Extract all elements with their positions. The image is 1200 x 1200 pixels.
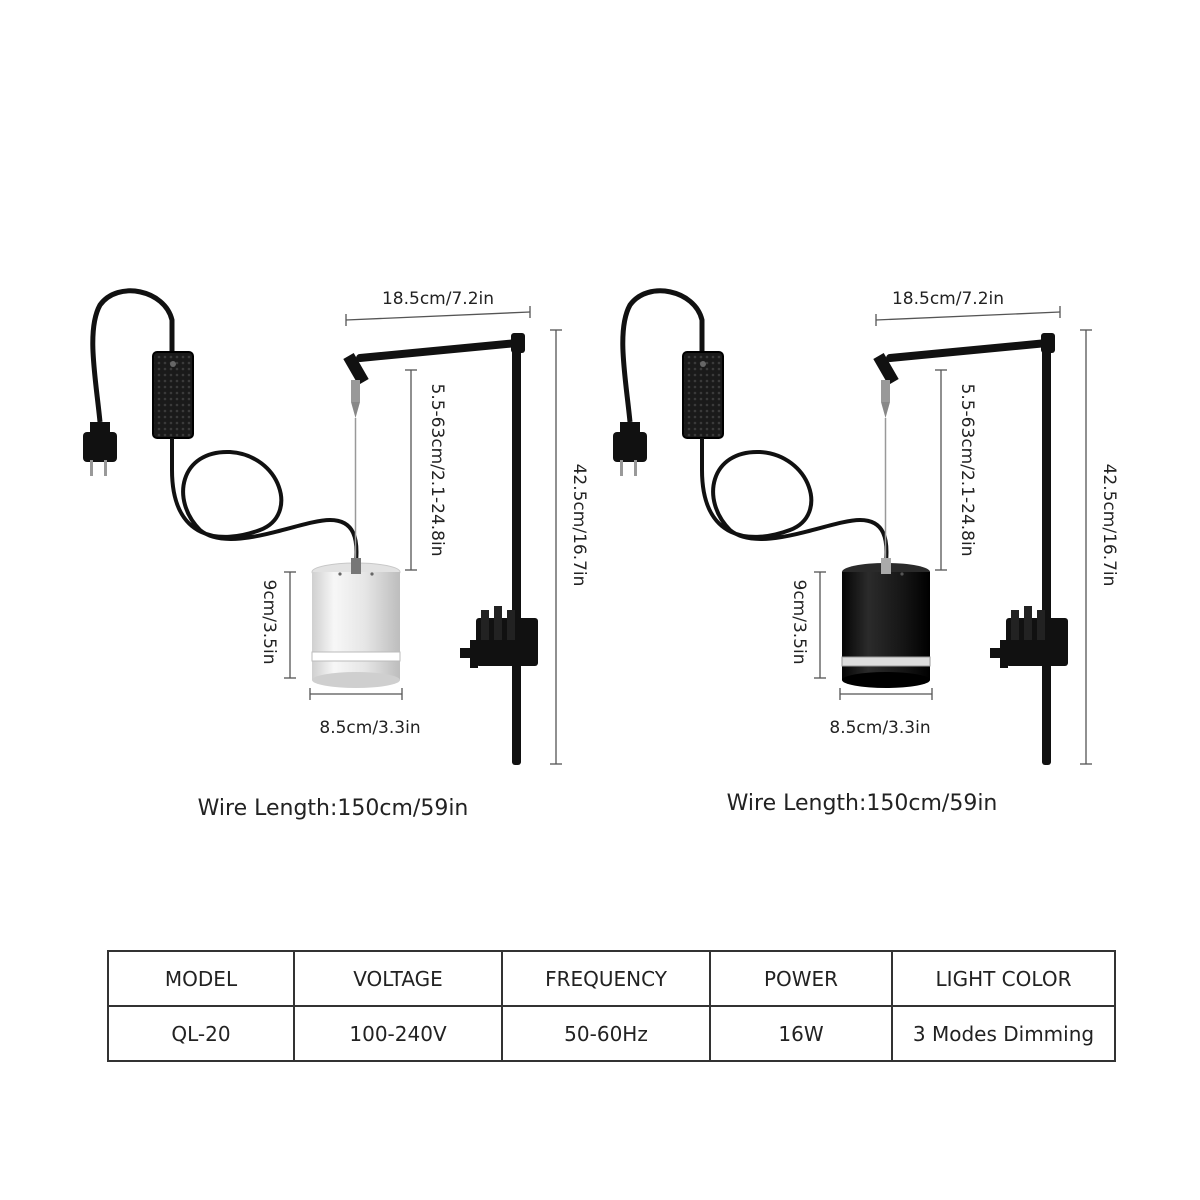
- wire-length-right: Wire Length:150cm/59in: [727, 791, 998, 816]
- pole-height-label-left: 42.5cm/16.7in: [569, 464, 589, 587]
- dimensions-right: [814, 306, 1092, 765]
- spec-header-model: MODEL: [107, 950, 295, 1007]
- spec-header-power: POWER: [709, 950, 893, 1007]
- lamp-black: [841, 558, 931, 688]
- lamp-width-label-right: 8.5cm/3.3in: [829, 718, 930, 738]
- product-black: [613, 291, 1068, 765]
- hang-range-label-left: 5.5-63cm/2.1-24.8in: [427, 384, 447, 557]
- arm-width-label-left: 18.5cm/7.2in: [382, 289, 494, 309]
- dimensions-left: [284, 306, 562, 765]
- arm-width-label-right: 18.5cm/7.2in: [892, 289, 1004, 309]
- spec-header-frequency: FREQUENCY: [501, 950, 711, 1007]
- spec-value-power: 16W: [709, 1005, 893, 1062]
- spec-header-voltage: VOLTAGE: [293, 950, 503, 1007]
- spec-header-row: MODEL VOLTAGE FREQUENCY POWER LIGHT COLO…: [107, 950, 1116, 1007]
- spec-value-light-color: 3 Modes Dimming: [891, 1005, 1116, 1062]
- lamp-white: [311, 558, 401, 688]
- spec-value-model: QL-20: [107, 1005, 295, 1062]
- spec-table: MODEL VOLTAGE FREQUENCY POWER LIGHT COLO…: [107, 950, 1116, 1062]
- spec-value-voltage: 100-240V: [293, 1005, 503, 1062]
- lamp-width-label-left: 8.5cm/3.3in: [319, 718, 420, 738]
- hang-range-label-right: 5.5-63cm/2.1-24.8in: [957, 384, 977, 557]
- spec-value-frequency: 50-60Hz: [501, 1005, 711, 1062]
- lamp-height-label-right: 9cm/3.5in: [789, 580, 809, 665]
- lamp-height-label-left: 9cm/3.5in: [259, 580, 279, 665]
- pole-height-label-right: 42.5cm/16.7in: [1099, 464, 1119, 587]
- wire-length-left: Wire Length:150cm/59in: [198, 796, 469, 821]
- product-white: [83, 291, 538, 765]
- spec-value-row: QL-20 100-240V 50-60Hz 16W 3 Modes Dimmi…: [107, 1005, 1116, 1062]
- spec-header-light-color: LIGHT COLOR: [891, 950, 1116, 1007]
